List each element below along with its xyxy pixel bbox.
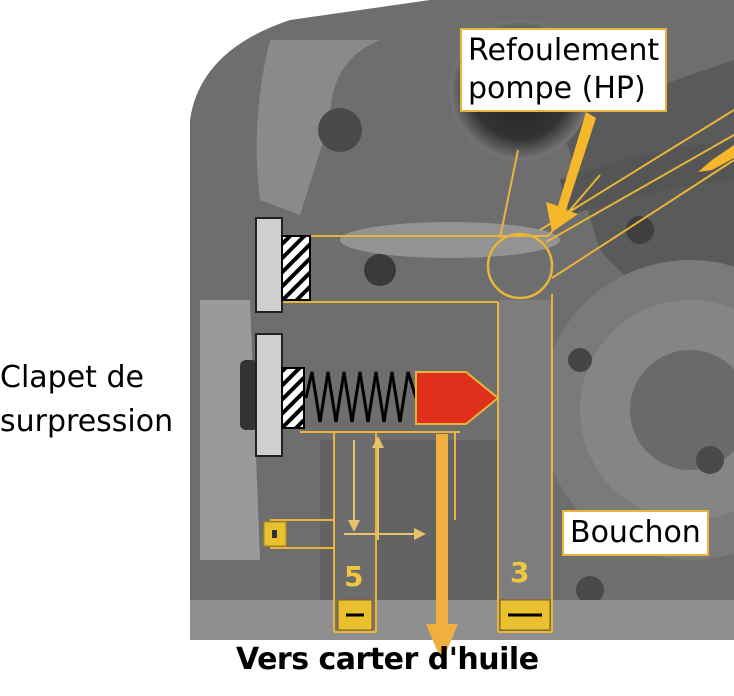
flow-arrows — [344, 112, 734, 662]
channel-number-5: 5 — [344, 560, 363, 593]
label-pump-outlet-line1: Refoulement — [468, 33, 660, 68]
drain-arrow-shaft — [436, 434, 448, 624]
pump-side-arrow — [698, 145, 734, 172]
drain-arrow-head — [426, 624, 458, 662]
label-relief-valve: Clapet de surpression — [0, 356, 173, 444]
valve-piston — [415, 371, 500, 425]
channel-3 — [499, 300, 551, 631]
label-relief-valve-line1: Clapet de — [0, 360, 144, 395]
label-pump-outlet-line2: pompe (HP) — [468, 71, 646, 106]
junction-circle — [486, 232, 554, 300]
side-plug — [263, 521, 287, 547]
label-plug: Bouchon — [562, 510, 709, 556]
relief-valve-assembly — [240, 333, 500, 457]
upper-plug — [255, 217, 311, 313]
channel-number-3: 3 — [510, 556, 529, 589]
inlet-arrow — [546, 112, 596, 232]
bottom-plug-3 — [499, 599, 551, 631]
label-relief-valve-line2: surpression — [0, 404, 174, 439]
valve-spring — [304, 371, 418, 423]
label-to-oil-sump: Vers carter d'huile — [236, 642, 539, 677]
bottom-plug-5 — [337, 599, 373, 631]
label-pump-outlet: Refoulement pompe (HP) — [460, 28, 668, 112]
oil-passage-outline — [270, 109, 734, 633]
